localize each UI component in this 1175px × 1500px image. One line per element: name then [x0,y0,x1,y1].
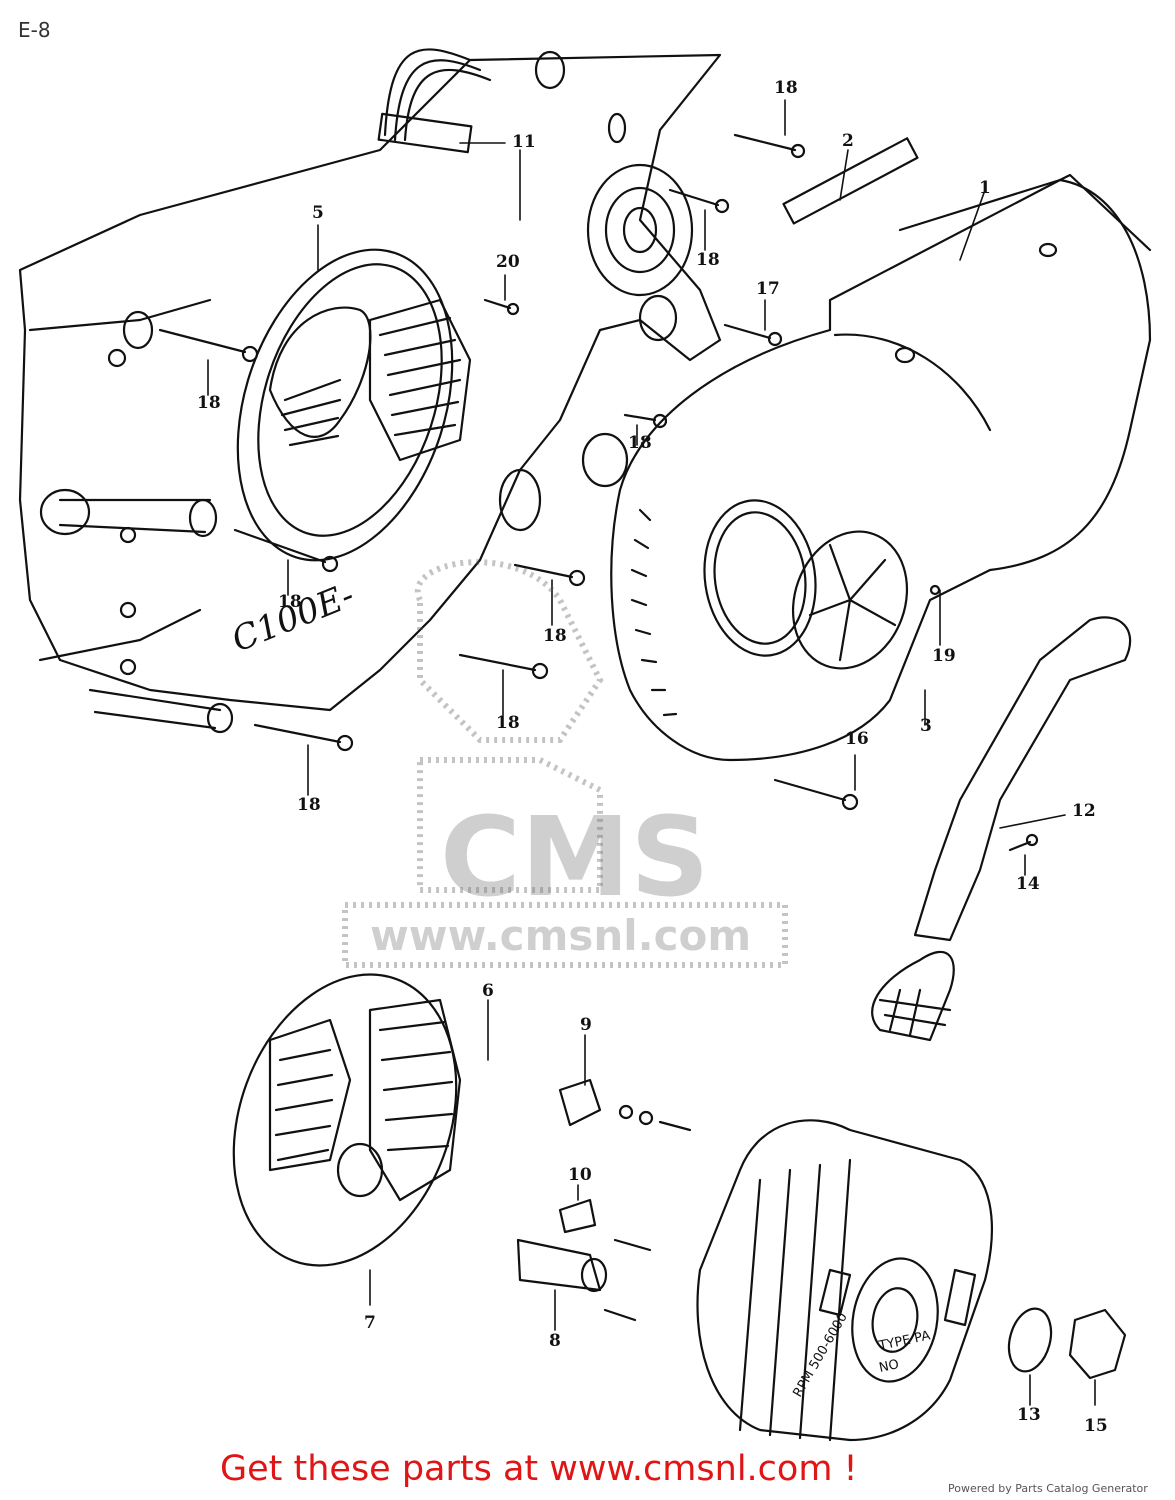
cover-marking: TYPE PA NO RPM 500-6000 [790,1310,931,1400]
callout-19[interactable]: 19 [932,646,956,666]
svg-text:CMS: CMS [440,793,709,921]
watermark [342,559,788,968]
callout-5[interactable]: 5 [312,203,324,223]
stator-base-5 [236,248,472,562]
stator-assembly-6 [232,973,462,1267]
callout-14[interactable]: 14 [1016,874,1040,894]
leader-lines [207,99,1096,1406]
callout-18[interactable]: 18 [543,626,567,646]
watermark-text: CMS www.cmsnl.com [370,793,751,960]
svg-text:TYPE PA: TYPE PA [877,1328,932,1354]
callout-15[interactable]: 15 [1084,1416,1108,1436]
svg-text:www.cmsnl.com: www.cmsnl.com [370,911,751,960]
cap-3 [791,530,909,670]
callout-3[interactable]: 3 [920,716,932,736]
callout-10[interactable]: 10 [568,1165,592,1185]
condenser-8 [516,1238,637,1322]
callout-18[interactable]: 18 [278,592,302,612]
engine-marking: C100E- [226,575,360,660]
callout-16[interactable]: 16 [845,729,869,749]
callout-1[interactable]: 1 [979,178,991,198]
callout-7[interactable]: 7 [364,1313,376,1333]
washer-13 [1007,1307,1053,1373]
bracket-10 [558,1198,652,1252]
callout-8[interactable]: 8 [549,1331,561,1351]
kick-lever-12 [871,616,1132,1042]
callout-6[interactable]: 6 [482,981,494,1001]
flywheel-rotor [696,1119,993,1442]
svg-text:NO: NO [878,1357,901,1376]
callout-18[interactable]: 18 [696,250,720,270]
callout-13[interactable]: 13 [1017,1405,1041,1425]
callout-2[interactable]: 2 [842,131,854,151]
nut-15 [1068,1308,1127,1380]
crankcase [18,48,722,734]
right-crankcase-cover-1 [610,173,1152,762]
callout-18[interactable]: 18 [297,795,321,815]
callout-20[interactable]: 20 [496,252,520,272]
svg-text:RPM 500-6000: RPM 500-6000 [790,1310,850,1400]
callout-12[interactable]: 12 [1072,801,1096,821]
callout-11[interactable]: 11 [512,132,536,152]
callout-18[interactable]: 18 [774,78,798,98]
contact-breaker-9 [558,1078,692,1132]
page-title: E-8 [18,18,51,42]
callout-17[interactable]: 17 [756,279,780,299]
callout-9[interactable]: 9 [580,1015,592,1035]
callout-18[interactable]: 18 [496,713,520,733]
callout-18[interactable]: 18 [628,433,652,453]
get-parts-link[interactable]: Get these parts at www.cmsnl.com ! [220,1449,858,1489]
callout-18[interactable]: 18 [197,393,221,413]
screws-18 [158,133,1039,852]
powered-by-credit: Powered by Parts Catalog Generator [948,1482,1148,1495]
